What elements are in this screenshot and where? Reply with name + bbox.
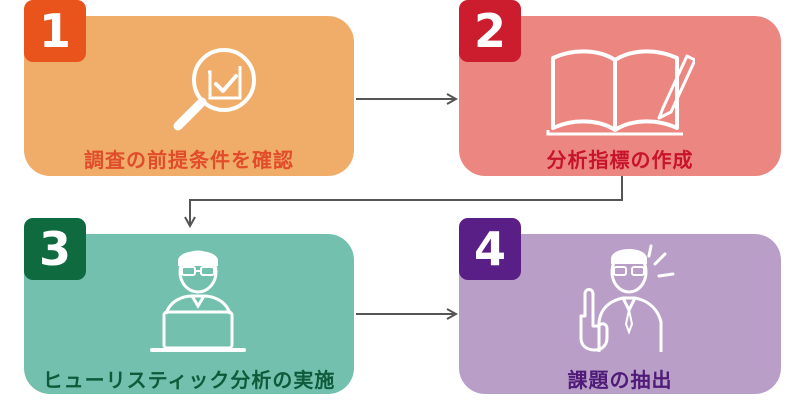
man-finger-up-icon xyxy=(573,244,683,360)
step-2-label: 分析指標の作成 xyxy=(546,148,694,172)
step-1-number-badge: 1 xyxy=(24,0,86,62)
step-4-label: 課題の抽出 xyxy=(567,368,673,392)
man-laptop-icon xyxy=(148,246,248,360)
step-3-number-badge: 3 xyxy=(24,218,86,280)
arrow-2-to-3 xyxy=(190,176,623,226)
step-2-number-badge: 2 xyxy=(459,0,521,62)
step-3-label: ヒューリスティック分析の実施 xyxy=(42,368,336,392)
notebook-pen-icon xyxy=(545,38,697,142)
magnifier-check-icon xyxy=(166,38,266,142)
step-4-number-badge: 4 xyxy=(459,218,521,280)
step-1-label: 調査の前提条件を確認 xyxy=(84,148,294,172)
